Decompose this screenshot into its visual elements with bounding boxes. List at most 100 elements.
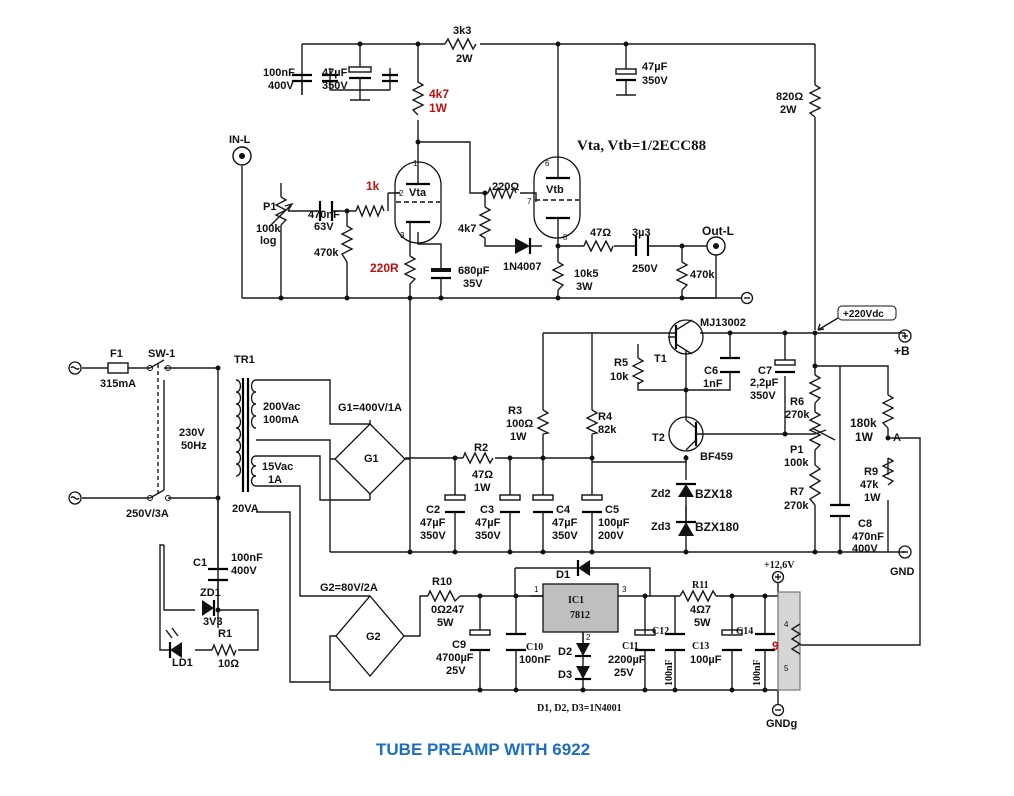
label-p1b: P1: [790, 444, 803, 456]
label-c11-val: 2200µF: [608, 654, 646, 666]
fuse-f1: [107, 362, 129, 374]
label-c4-v: 350V: [552, 530, 578, 542]
transformer-tr1: [235, 378, 257, 492]
capacitor-c5: [581, 494, 603, 501]
label-r-470k-in: 470k: [314, 247, 339, 259]
label-c9: C9: [452, 639, 466, 651]
capacitor-c3: [499, 494, 521, 501]
label-c5-v: 200V: [598, 530, 624, 542]
zener-zd2: [678, 484, 694, 497]
resistor-r3: [536, 409, 551, 435]
label-c13: C13: [692, 641, 709, 652]
label-c4-val: 47µF: [552, 517, 578, 529]
diode-1n4007: [515, 238, 530, 254]
label-c3-val: 47µF: [475, 517, 501, 529]
label-p1-val: 100k: [256, 223, 281, 235]
capacitor-47u-a: [348, 66, 372, 73]
resistor-4k7-low: [478, 206, 492, 239]
resistor-4k7-1w: [411, 81, 425, 116]
label-sec2-i: 1A: [268, 474, 282, 486]
label-gnd: GND: [890, 566, 915, 578]
label-r10: R10: [432, 576, 452, 588]
label-mains-f: 50Hz: [181, 440, 207, 452]
label-c14-val: 100nF: [752, 659, 763, 686]
label-c-470n-v: 63V: [314, 221, 334, 233]
label-r-220: 220Ω: [492, 181, 519, 193]
label-c8: C8: [858, 518, 872, 530]
pin-vtb-8: 8: [563, 233, 568, 242]
resistor-r11: [679, 589, 717, 603]
label-c10: C10: [526, 642, 543, 653]
resistor-220r: [403, 255, 417, 285]
label-c6: C6: [704, 365, 718, 377]
label-r-470k-out: 470k: [690, 269, 715, 281]
label-r11-val: 4Ω7: [690, 604, 711, 616]
mains-terminals: [68, 361, 82, 505]
label-c-100n-v: 400V: [268, 80, 294, 92]
zener-zd1: [202, 600, 214, 616]
resistor-47: [583, 239, 614, 253]
pin-vtb-6: 6: [545, 159, 550, 168]
input-jack: [232, 146, 252, 166]
label-d-1n4007: 1N4007: [503, 261, 542, 273]
label-ic-pin2: 2: [586, 633, 591, 642]
label-c-3u3: 3µ3: [632, 227, 651, 239]
label-c5-val: 100µF: [598, 517, 630, 529]
label-zd2-part: BZX18: [695, 487, 733, 501]
label-r5-val: 10k: [610, 371, 629, 383]
capacitor-c11: [634, 629, 656, 636]
label-ic-pin3: 3: [622, 585, 627, 594]
resistor-r9: [881, 457, 895, 486]
label-c11: C11: [622, 641, 639, 652]
potentiometer-p1b: [808, 411, 822, 451]
diode-d2: [576, 643, 590, 656]
resistor-820: [808, 84, 822, 118]
label-d2: D2: [558, 646, 572, 658]
transistor-t2: [668, 416, 706, 452]
label-v12: +12,6V: [764, 560, 795, 571]
label-t1-part: MJ13002: [700, 317, 746, 329]
label-sec1-i: 100mA: [263, 414, 299, 426]
label-r2-w: 1W: [474, 482, 491, 494]
label-c1: C1: [193, 557, 207, 569]
label-c13-val: 100µF: [690, 654, 722, 666]
label-r11-w: 5W: [694, 617, 711, 629]
label-p1-type: log: [260, 235, 277, 247]
label-r2: R2: [474, 442, 488, 454]
label-c14: C14: [736, 626, 753, 637]
label-node-a: A: [893, 432, 901, 444]
resistor-220: [487, 186, 517, 200]
label-diodes-note: D1, D2, D3=1N4001: [537, 703, 622, 714]
label-c2-val: 47µF: [420, 517, 446, 529]
label-d1: D1: [556, 569, 570, 581]
transistor-t1: [668, 319, 704, 355]
heater-connector: [777, 591, 801, 691]
label-r-180k: 180k: [850, 416, 877, 430]
label-r4-val: 82k: [598, 424, 617, 436]
capacitor-c8: [830, 503, 850, 518]
label-sec1: 200Vac: [263, 401, 300, 413]
label-r9: R9: [864, 466, 878, 478]
label-vtb: Vtb: [546, 184, 564, 196]
label-r-3k3: 3k3: [453, 25, 471, 37]
label-r11: R11: [692, 580, 709, 591]
capacitor-680u: [431, 268, 451, 272]
label-c12-val: 100nF: [664, 659, 675, 686]
capacitor-c4: [532, 494, 554, 501]
label-ic1: IC1: [568, 595, 584, 606]
rail-label-box: [837, 305, 897, 321]
resistor-r1: [211, 643, 237, 657]
resistor-r5: [631, 357, 645, 385]
label-r-47: 47Ω: [590, 227, 611, 239]
labels: 3k3 2W 100nF 400V 47µF 350V 47µF 350V 82…: [100, 25, 915, 759]
label-r-820: 820Ω: [776, 91, 803, 103]
label-zd3: Zd3: [651, 521, 671, 533]
resistor-10k5: [551, 261, 565, 291]
label-ld1: LD1: [172, 657, 193, 669]
label-r-10k5-w: 3W: [576, 281, 593, 293]
label-c8-v: 400V: [852, 543, 878, 555]
label-c-100n: 100nF: [263, 67, 295, 79]
label-tr-va: 20VA: [232, 503, 259, 515]
led-ld1: [170, 642, 182, 658]
label-c3-v: 350V: [475, 530, 501, 542]
